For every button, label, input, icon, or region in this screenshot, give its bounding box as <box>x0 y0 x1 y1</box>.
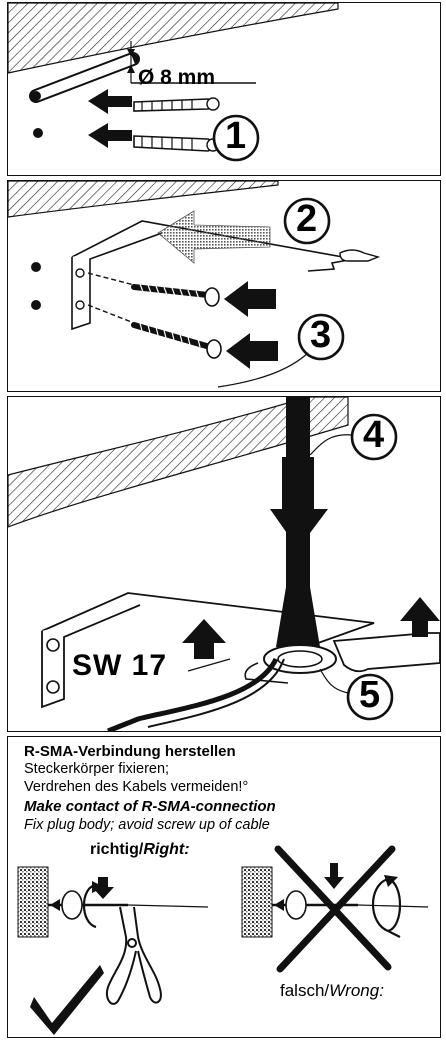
wall-block-right <box>241 866 273 938</box>
drill-hole <box>31 262 41 272</box>
mounting-bracket <box>41 592 375 709</box>
wall-block-left <box>17 866 49 938</box>
wall-section <box>8 181 279 218</box>
wrench-size-label: SW 17 <box>72 649 168 682</box>
drill-rod <box>29 52 140 103</box>
heading-en: Make contact of R-SMA-connection <box>24 798 276 815</box>
step-number-3: 3 <box>310 314 332 356</box>
push-arrow <box>157 210 271 264</box>
text-line-en: Fix plug body; avoid screw up of cable <box>24 817 270 833</box>
diameter-label: Ø 8 mm <box>138 66 216 89</box>
connector-right <box>285 890 307 920</box>
connection-illustration <box>17 845 429 1035</box>
wrench <box>244 632 440 684</box>
step-circle-2 <box>283 197 331 245</box>
step-number-5: 5 <box>359 674 381 716</box>
step-number-1: 1 <box>225 115 247 157</box>
down-arrow-left <box>92 877 114 899</box>
checkmark-icon <box>30 965 104 1035</box>
step-number-2: 2 <box>296 198 318 240</box>
text-line-de-2: Verdrehen des Kabels vermeiden!° <box>24 779 249 795</box>
wrong-label: falsch/Wrong: <box>280 981 384 1000</box>
screw-arrow-1 <box>224 281 276 317</box>
dowel-illustration <box>8 3 339 162</box>
insert-down-arrow <box>270 457 328 549</box>
wall-plug-1 <box>133 97 220 112</box>
step-circle-5 <box>346 673 394 721</box>
wall-plug-2 <box>133 135 220 152</box>
rotate-arrow-right <box>372 877 401 938</box>
step-circle-4 <box>350 413 398 461</box>
connector-left <box>61 890 83 920</box>
bracket-illustration <box>8 181 381 388</box>
right-label: richtig/Right: <box>90 841 190 858</box>
hex-nut <box>263 644 337 674</box>
panel-rsma: R-SMA-Verbindung herstellen Steckerkörpe… <box>7 736 441 1038</box>
screw-arrow-2 <box>226 333 278 369</box>
heading-de: R-SMA-Verbindung herstellen <box>24 743 236 760</box>
wall-section <box>8 3 339 74</box>
drill-hole <box>33 128 43 138</box>
drill-hole <box>31 300 41 310</box>
cable-illustration <box>8 397 440 731</box>
insert-arrow-1 <box>88 89 132 114</box>
text-line-de-1: Steckerkörper fixieren; <box>24 761 170 777</box>
step-circle-3 <box>297 313 345 361</box>
screw-2 <box>131 322 222 359</box>
wall-section <box>8 397 349 528</box>
pliers-icon <box>106 906 162 1005</box>
step-number-4: 4 <box>363 414 385 456</box>
step-circle-1 <box>212 114 260 162</box>
tighten-arrow-right <box>400 597 440 637</box>
panel-bracket: 2 3 <box>7 180 441 392</box>
panel-dowels: Ø 8 mm 1 <box>7 2 441 176</box>
insert-arrow-2 <box>88 123 132 148</box>
panel-cable: 4 5 SW 17 <box>7 396 441 732</box>
diameter-dimension <box>127 41 256 84</box>
down-arrow-right <box>324 863 344 889</box>
tighten-arrow-left <box>182 619 226 659</box>
screw-1 <box>131 283 220 307</box>
